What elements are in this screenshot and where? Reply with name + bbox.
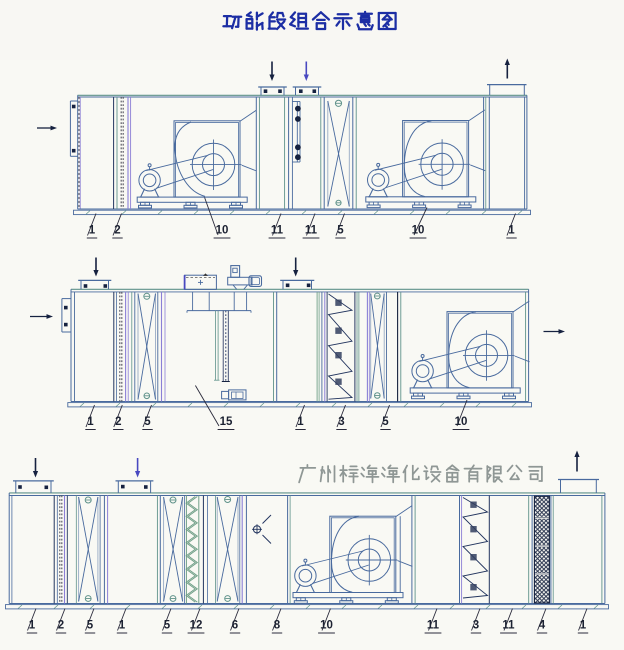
svg-text:10: 10 bbox=[320, 620, 333, 632]
svg-text:11: 11 bbox=[305, 225, 318, 237]
svg-text:5: 5 bbox=[87, 620, 94, 632]
svg-text:10: 10 bbox=[455, 416, 468, 428]
svg-text:15: 15 bbox=[220, 416, 233, 428]
svg-text:1: 1 bbox=[87, 416, 94, 428]
svg-text:4: 4 bbox=[539, 620, 546, 632]
svg-text:1: 1 bbox=[508, 225, 515, 237]
svg-text:1: 1 bbox=[89, 225, 96, 237]
svg-text:1: 1 bbox=[297, 416, 304, 428]
svg-text:6: 6 bbox=[232, 620, 238, 632]
svg-text:3: 3 bbox=[338, 416, 344, 428]
svg-text:12: 12 bbox=[190, 620, 203, 632]
svg-text:1: 1 bbox=[119, 620, 126, 632]
svg-text:10: 10 bbox=[216, 225, 229, 237]
svg-text:3: 3 bbox=[473, 620, 479, 632]
svg-text:1: 1 bbox=[580, 620, 587, 632]
svg-text:11: 11 bbox=[427, 620, 440, 632]
svg-text:2: 2 bbox=[58, 620, 64, 632]
svg-text:11: 11 bbox=[271, 225, 284, 237]
svg-text:5: 5 bbox=[144, 416, 151, 428]
svg-text:2: 2 bbox=[114, 225, 120, 237]
svg-text:5: 5 bbox=[164, 620, 171, 632]
svg-text:1: 1 bbox=[29, 620, 36, 632]
svg-text:11: 11 bbox=[502, 620, 515, 632]
svg-text:5: 5 bbox=[382, 416, 389, 428]
svg-text:8: 8 bbox=[274, 620, 281, 632]
svg-text:10: 10 bbox=[412, 225, 425, 237]
svg-text:2: 2 bbox=[115, 416, 121, 428]
svg-text:5: 5 bbox=[337, 225, 344, 237]
